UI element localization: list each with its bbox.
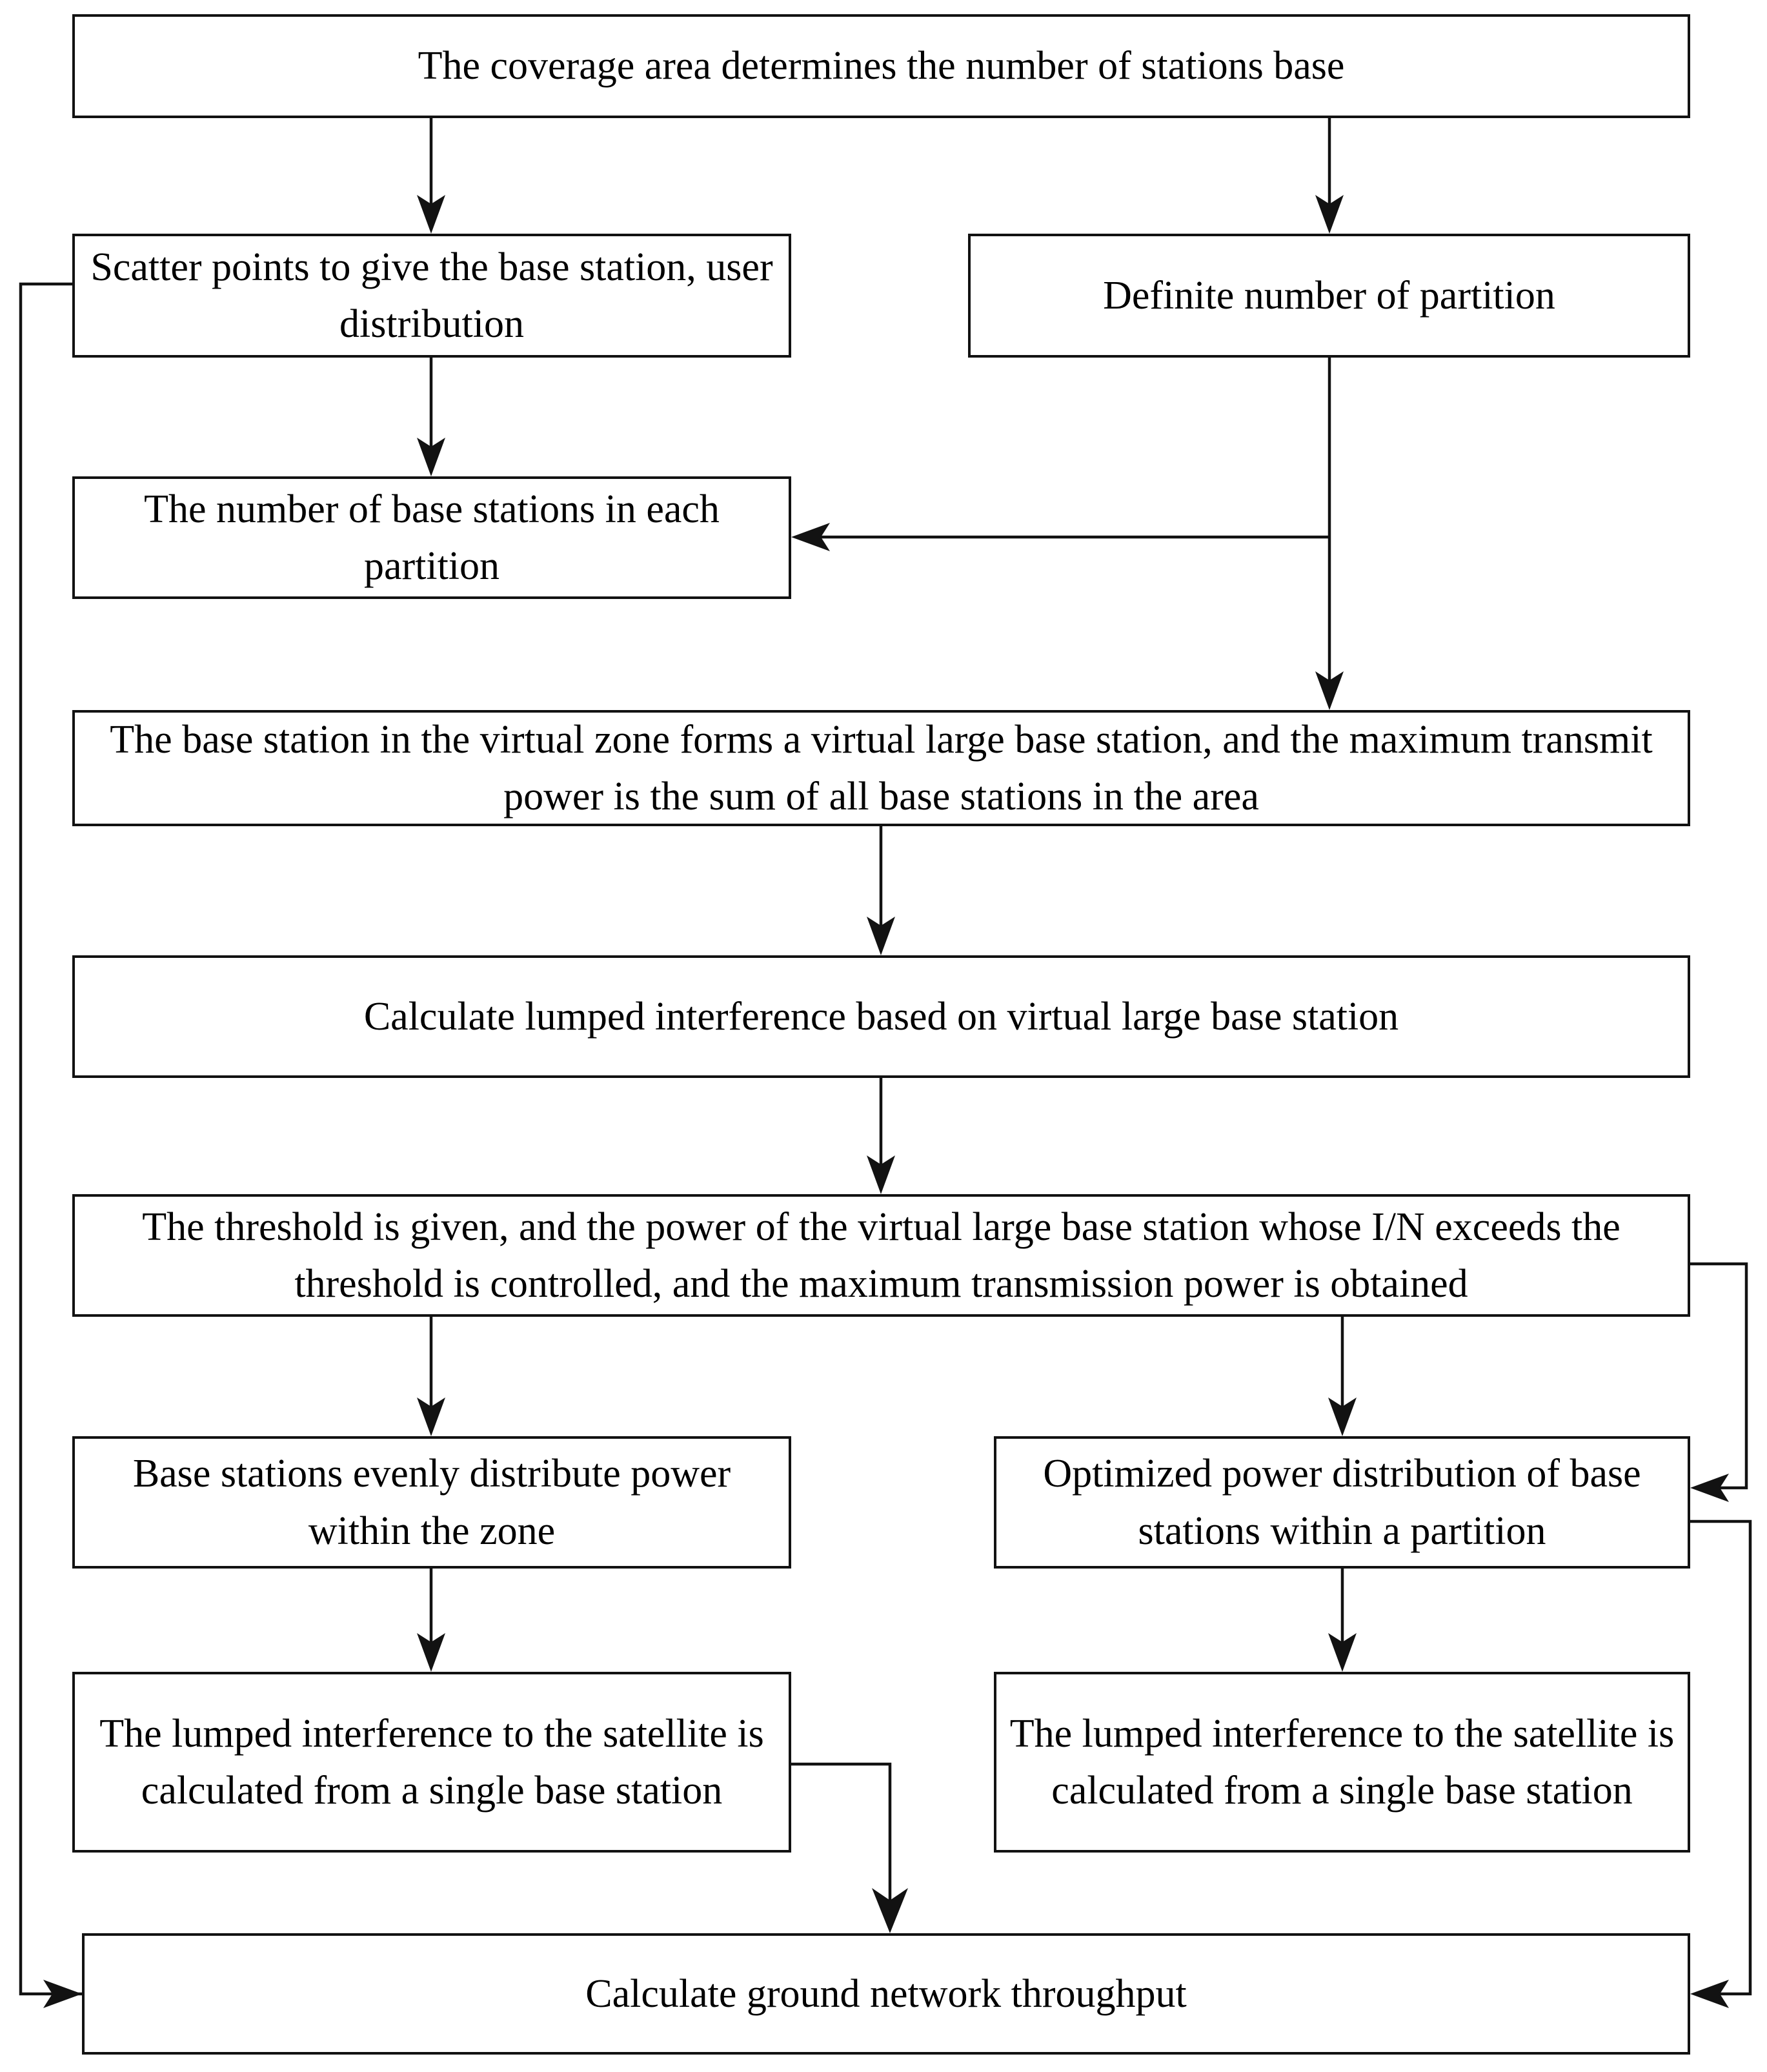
edge-scatter-to-basestations [417,358,445,476]
node-base-stations-each-partition[interactable]: The number of base stations in each part… [72,476,791,599]
edge-lumpedleft-to-ground [791,1762,908,1933]
node-lumped-single-base-station-right[interactable]: The lumped interference to the satellite… [994,1672,1690,1853]
node-threshold-power-control[interactable]: The threshold is given, and the power of… [72,1194,1690,1317]
node-label: The base station in the virtual zone for… [110,717,1653,818]
node-calculate-lumped-interference[interactable]: Calculate lumped interference based on v… [72,955,1690,1078]
node-label: Scatter points to give the base station,… [90,245,773,346]
node-label: Base stations evenly distribute power wi… [132,1452,731,1553]
node-label: Calculate ground network throughput [585,1971,1187,2016]
node-label: Calculate lumped interference based on v… [363,994,1399,1039]
edge-definite-trunk [1315,358,1344,710]
node-calculate-ground-network-throughput[interactable]: Calculate ground network throughput [82,1933,1690,2055]
edge-optimized-to-ground-right [1690,1519,1752,2008]
node-label: The lumped interference to the satellite… [1009,1711,1675,1813]
node-coverage-area[interactable]: The coverage area determines the number … [72,14,1690,118]
node-lumped-single-base-station-left[interactable]: The lumped interference to the satellite… [72,1672,791,1853]
node-label: The number of base stations in each part… [144,487,720,588]
edge-threshold-to-even [417,1317,445,1436]
node-label: The lumped interference to the satellite… [99,1711,764,1813]
edge-optimized-to-lumpedright [1328,1569,1357,1672]
edge-lumped-to-threshold [867,1078,895,1194]
node-definite-partition[interactable]: Definite number of partition [968,234,1690,358]
node-label: Optimized power distribution of base sta… [1043,1452,1641,1553]
edge-coverage-to-scatter [417,118,445,234]
edge-threshold-feedback-right [1690,1262,1748,1502]
edge-definite-to-basestations [791,523,1329,551]
edge-even-to-lumpedleft [417,1569,445,1672]
node-scatter-points[interactable]: Scatter points to give the base station,… [72,234,791,358]
node-evenly-distribute-power[interactable]: Base stations evenly distribute power wi… [72,1436,791,1569]
node-label: Definite number of partition [1103,273,1555,318]
edge-coverage-to-definite [1315,118,1344,234]
node-virtual-large-base-station[interactable]: The base station in the virtual zone for… [72,710,1690,826]
node-optimized-power-distribution[interactable]: Optimized power distribution of base sta… [994,1436,1690,1569]
edge-threshold-to-optimized [1328,1317,1357,1436]
node-label: The threshold is given, and the power of… [142,1204,1621,1306]
node-label: The coverage area determines the number … [418,44,1345,88]
edge-virtual-to-lumped [867,826,895,955]
